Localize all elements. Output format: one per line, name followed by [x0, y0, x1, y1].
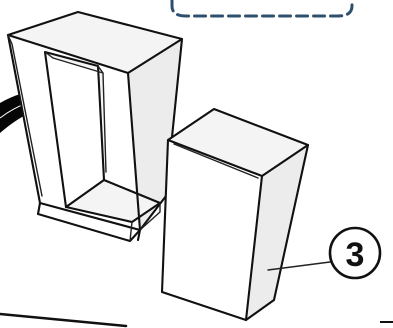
callout-3: 3: [267, 226, 382, 280]
callout-number: 3: [346, 236, 365, 274]
rectangular-block-part: [160, 107, 310, 322]
dashed-frame: [170, 0, 354, 18]
open-frame-part: [6, 10, 184, 243]
callout-leader-line: [267, 261, 331, 271]
ground-line: [0, 312, 128, 328]
callout-circle: [328, 226, 382, 280]
